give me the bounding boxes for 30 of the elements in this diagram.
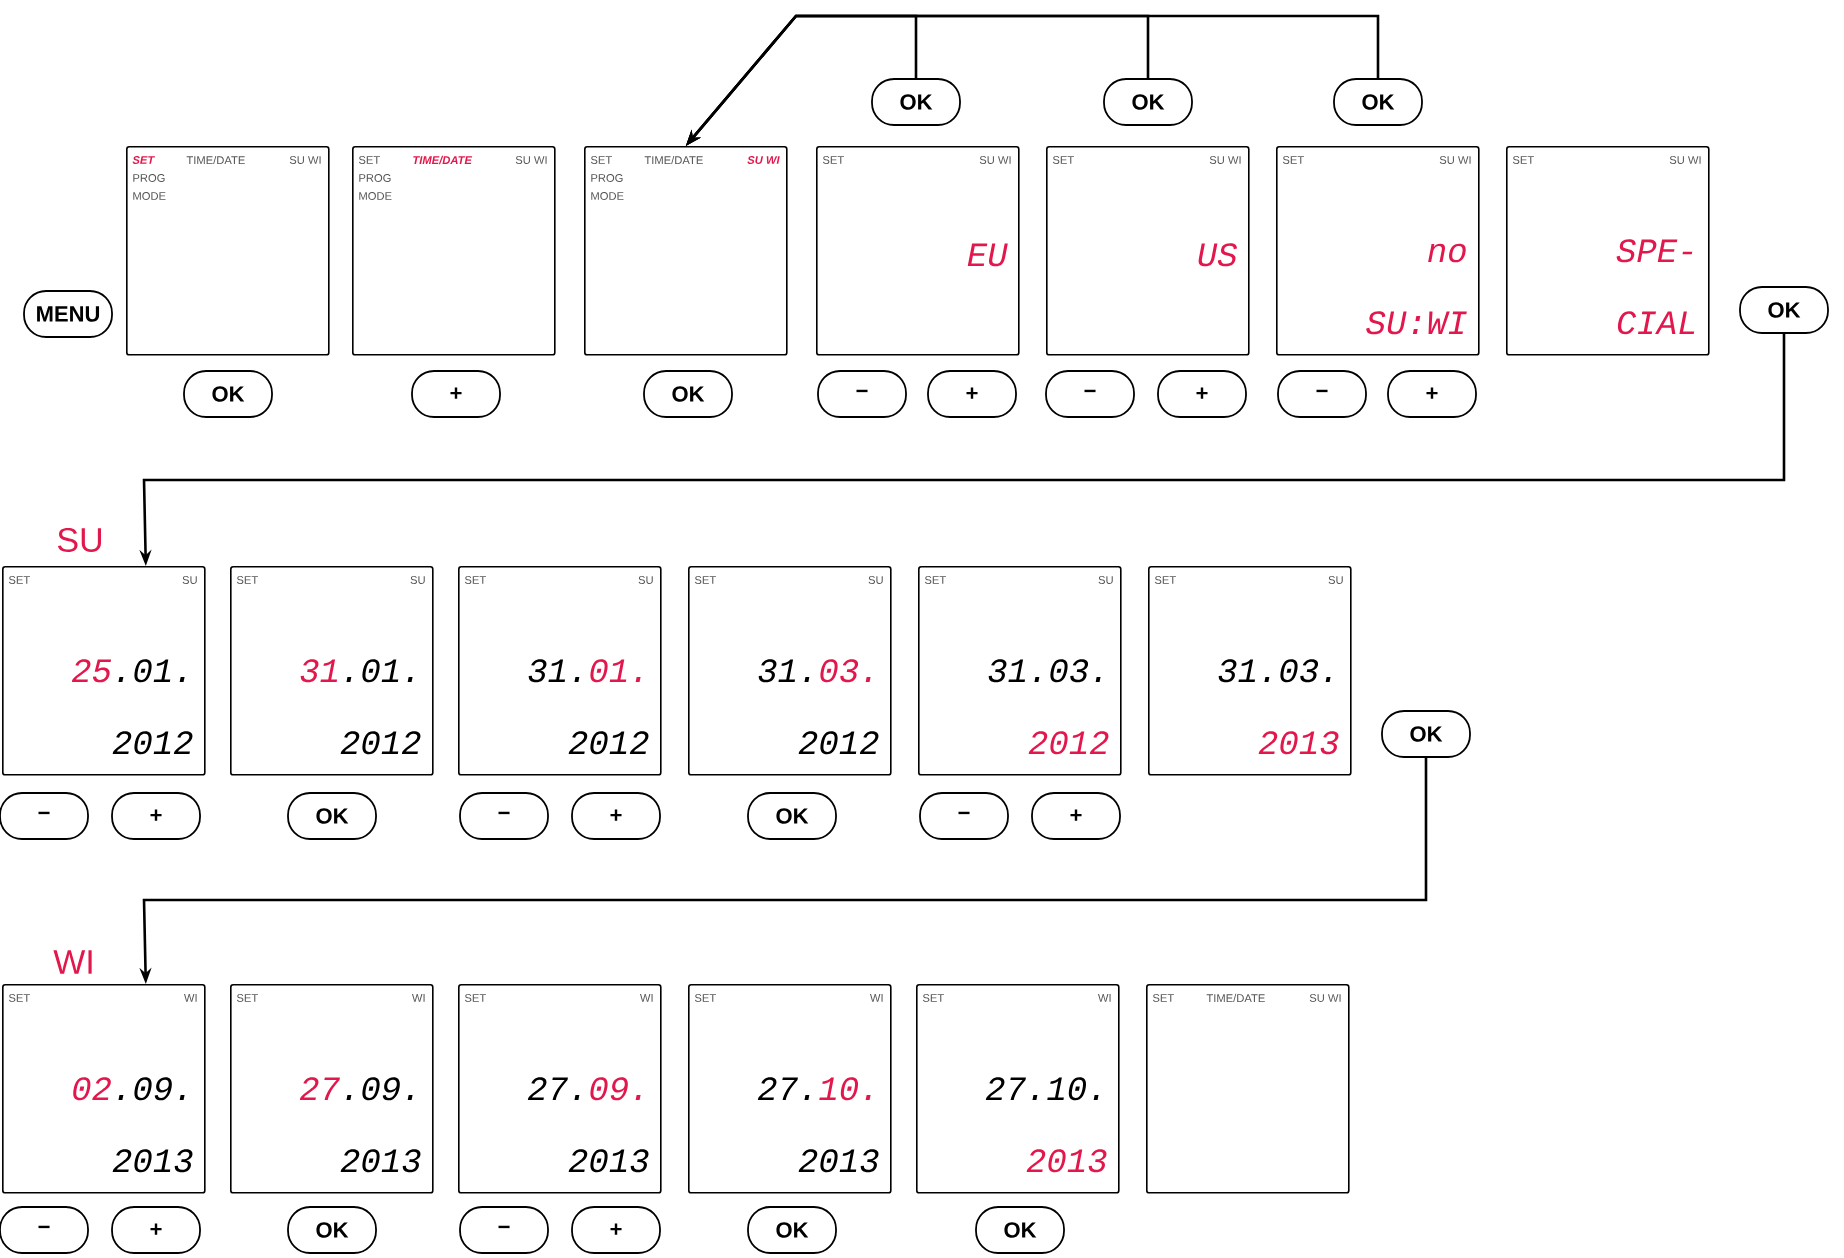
button: OK: [747, 792, 837, 840]
button: OK: [1381, 710, 1471, 758]
button: −: [0, 1206, 89, 1254]
button: +: [1157, 370, 1247, 418]
button: +: [1031, 792, 1121, 840]
button: OK: [183, 370, 273, 418]
button: +: [411, 370, 501, 418]
button: OK: [1739, 286, 1829, 334]
button: +: [571, 792, 661, 840]
button: −: [1277, 370, 1367, 418]
button: MENU: [23, 290, 113, 338]
button: +: [1387, 370, 1477, 418]
button: −: [0, 792, 89, 840]
button: OK: [1103, 78, 1193, 126]
button: OK: [287, 792, 377, 840]
button: OK: [871, 78, 961, 126]
button: +: [111, 1206, 201, 1254]
button: OK: [747, 1206, 837, 1254]
button: −: [459, 1206, 549, 1254]
button: +: [111, 792, 201, 840]
button: −: [459, 792, 549, 840]
button: OK: [975, 1206, 1065, 1254]
button: −: [1045, 370, 1135, 418]
button: +: [571, 1206, 661, 1254]
button: OK: [643, 370, 733, 418]
button: −: [817, 370, 907, 418]
button: OK: [1333, 78, 1423, 126]
button: +: [927, 370, 1017, 418]
button: −: [919, 792, 1009, 840]
button: OK: [287, 1206, 377, 1254]
